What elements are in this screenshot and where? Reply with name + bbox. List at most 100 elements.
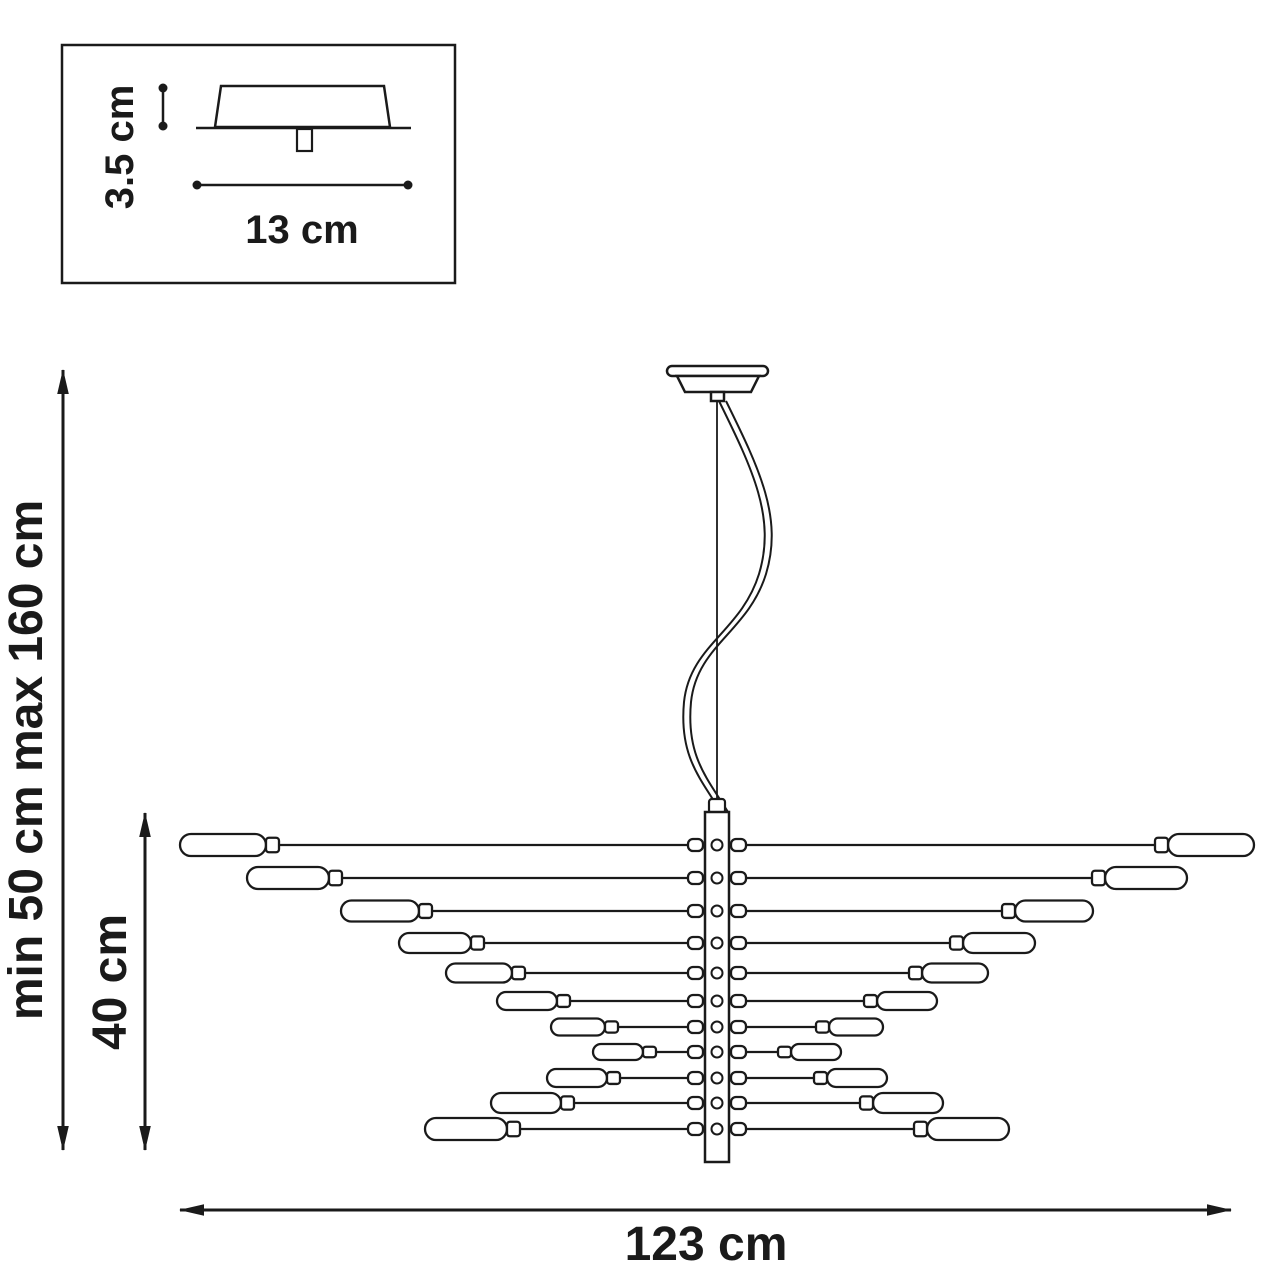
arm-connector [686, 1019, 705, 1035]
arm-connector [729, 837, 748, 853]
bulb-socket [776, 1045, 793, 1059]
chandelier-arm-pair [591, 1042, 843, 1062]
chandelier-arm-pair [397, 931, 1037, 955]
arm-connector [686, 837, 705, 853]
column-knob [710, 1045, 724, 1059]
column-knob [710, 871, 724, 885]
arm-connector [686, 903, 705, 919]
bulb [961, 931, 1037, 955]
bulb-socket [555, 993, 572, 1009]
arm-connector [729, 1044, 748, 1060]
bulb [245, 865, 331, 891]
chandelier-arm-pair [339, 899, 1095, 923]
arm-connector [686, 993, 705, 1009]
bulb-socket [510, 965, 527, 981]
overall-height-label: min 50 cm max 160 cm [0, 500, 53, 1020]
canopy-side-view [196, 84, 411, 153]
dimension-lines [57, 369, 1232, 1216]
chandelier-arm-pair [489, 1091, 945, 1115]
arm-connector [729, 993, 748, 1009]
canopy-height-dimension [158, 83, 168, 131]
column-knob [710, 1071, 724, 1085]
bulb [825, 1067, 889, 1089]
arm-connector [729, 1121, 748, 1137]
bulb-socket [907, 965, 924, 981]
bulb-socket [417, 902, 434, 920]
column-knob [710, 994, 724, 1008]
bulb [871, 1091, 945, 1115]
canopy-body [213, 84, 392, 129]
bulb-socket [1090, 869, 1107, 887]
bulb [444, 962, 514, 984]
bulb-socket [948, 935, 965, 951]
column-knob [710, 966, 724, 980]
arm-connector [686, 1121, 705, 1137]
column-knob [710, 936, 724, 950]
canopy-height-label: 3.5 cm [98, 85, 142, 210]
bulb [789, 1042, 843, 1062]
column-knobs [710, 838, 724, 1136]
arm-connector [729, 903, 748, 919]
bulb-socket [858, 1095, 875, 1111]
bulb-socket [603, 1020, 620, 1034]
arm-connector [729, 935, 748, 951]
bulb [495, 990, 559, 1012]
bulb-socket [327, 869, 344, 887]
arm-connector [686, 1044, 705, 1060]
chandelier-arms [178, 832, 1256, 1142]
bulb-socket [812, 1070, 829, 1086]
bulb-socket [912, 1120, 929, 1138]
bulb-socket [862, 993, 879, 1009]
arm-connector [729, 1095, 748, 1111]
bulb-socket [1153, 836, 1170, 854]
canopy-detail-inset: 3.5 cm 13 cm [60, 43, 457, 285]
bulb [178, 832, 268, 858]
bulb-socket [469, 935, 486, 951]
canopy-cup [674, 374, 762, 394]
bulb [397, 931, 473, 955]
canopy-stem [295, 127, 314, 153]
bulb [423, 1116, 509, 1142]
bulb [489, 1091, 563, 1115]
arm-connector [686, 1070, 705, 1086]
arm-connector [729, 965, 748, 981]
bulb [339, 899, 421, 923]
bulb [920, 962, 990, 984]
chandelier-arm-pair [549, 1017, 885, 1037]
bulb [549, 1017, 607, 1037]
width-label: 123 cm [625, 1218, 788, 1271]
bulb [875, 990, 939, 1012]
inset-border [60, 43, 457, 285]
column-knob [710, 838, 724, 852]
column-knob [710, 904, 724, 918]
arm-connector [729, 1019, 748, 1035]
column-knob [710, 1122, 724, 1136]
chandelier-arm-pair [545, 1067, 889, 1089]
chandelier-arm-pair [495, 990, 939, 1012]
bulb [591, 1042, 645, 1062]
bulb [1013, 899, 1095, 923]
bulb [827, 1017, 885, 1037]
column-knob [710, 1096, 724, 1110]
bulb-socket [641, 1045, 658, 1059]
ceiling-canopy [665, 364, 770, 403]
bulb-socket [264, 836, 281, 854]
bulb-socket [605, 1070, 622, 1086]
bulb [1103, 865, 1189, 891]
column-knob [710, 1020, 724, 1034]
arm-connector [729, 1070, 748, 1086]
chandelier-drawing [178, 364, 1256, 1164]
arm-connector [686, 870, 705, 886]
canopy-width-dimension [192, 180, 413, 190]
bulb-socket [505, 1120, 522, 1138]
canopy-width-label: 13 cm [245, 208, 358, 252]
chandelier-arm-pair [178, 832, 1256, 858]
bulb-socket [1000, 902, 1017, 920]
bulb-socket [559, 1095, 576, 1111]
arm-connector [686, 935, 705, 951]
canopy-nipple [709, 390, 726, 403]
fixture-height-label: 40 cm [84, 914, 137, 1050]
arm-connector [686, 965, 705, 981]
arm-connector [686, 1095, 705, 1111]
bulb [925, 1116, 1011, 1142]
